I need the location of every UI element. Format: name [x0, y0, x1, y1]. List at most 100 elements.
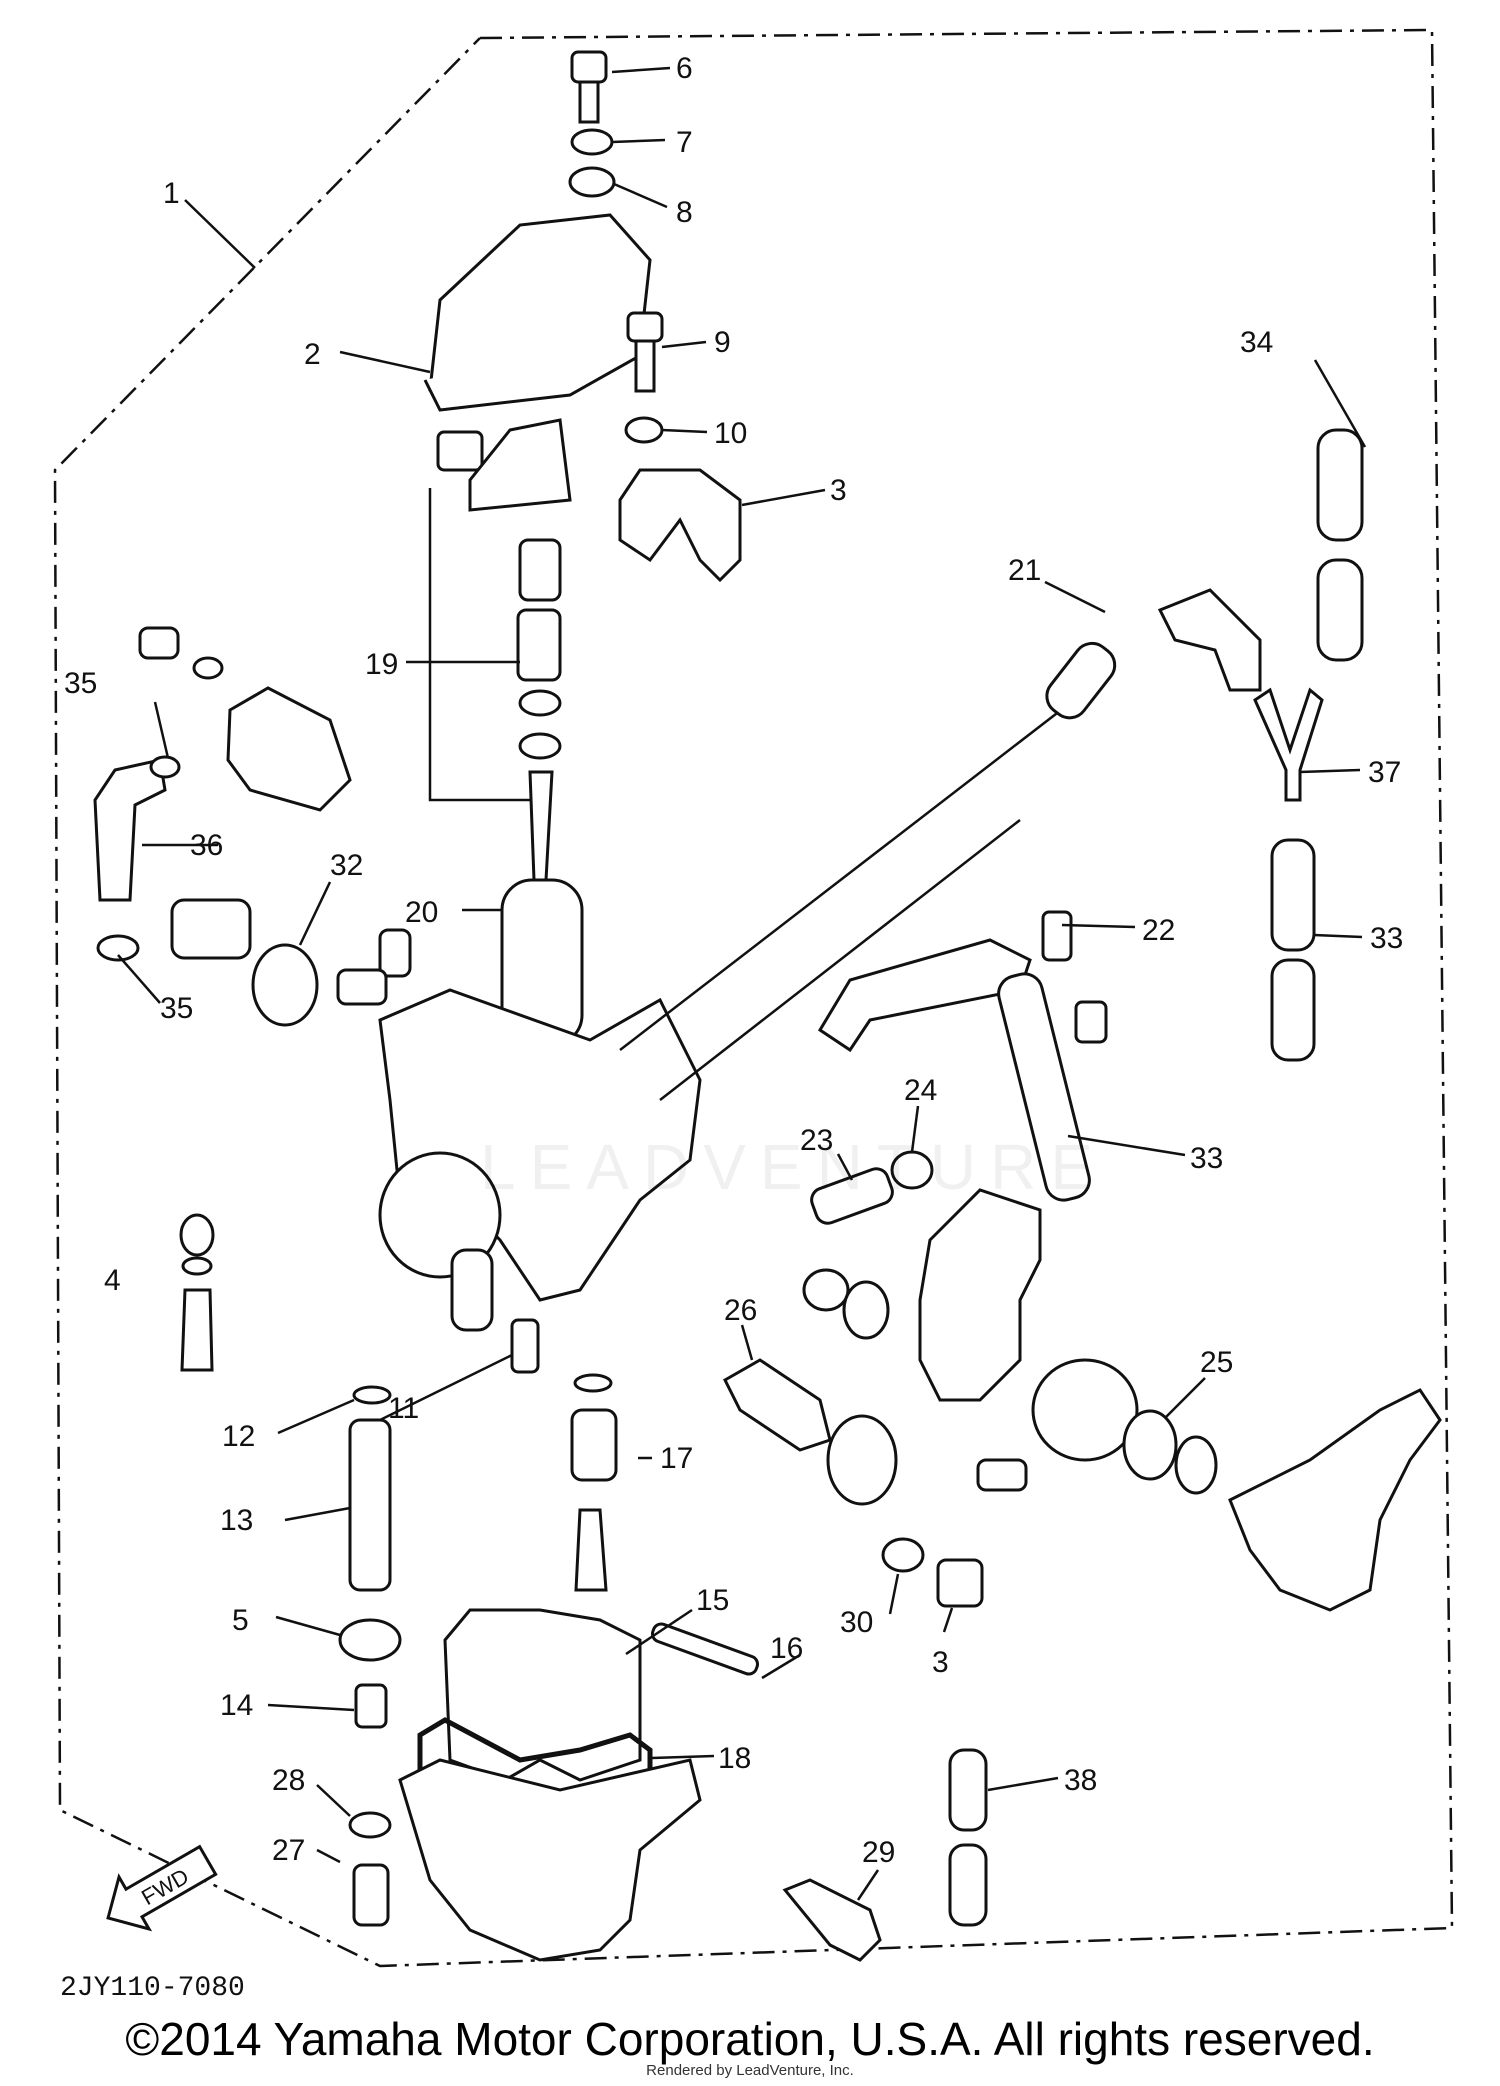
assembly-outline — [53, 28, 1454, 1968]
plunger-32b — [336, 968, 388, 1006]
mount-top — [436, 430, 484, 472]
bolt-9-shank — [634, 339, 656, 393]
cable-adjuster — [468, 418, 572, 512]
washer-10 — [624, 416, 664, 444]
spring-19a — [518, 538, 562, 602]
callout-3a: 3 — [830, 474, 847, 507]
callout-10: 10 — [714, 417, 747, 450]
callout-3b: 3 — [932, 1646, 949, 1679]
float-bowl — [398, 1758, 702, 1962]
callout-leaders — [117, 66, 1367, 1901]
callout-26: 26 — [724, 1294, 757, 1327]
callout-2: 2 — [304, 338, 321, 371]
float-needle-17 — [574, 1508, 608, 1592]
leader-1 — [184, 199, 256, 269]
oring-17 — [573, 1373, 613, 1393]
callout-35a: 35 — [64, 667, 97, 700]
pin-16 — [650, 1622, 760, 1676]
screw-left — [138, 626, 180, 660]
washer-25 — [1174, 1435, 1218, 1495]
ring-8 — [568, 166, 616, 198]
callout-21: 21 — [1008, 554, 1041, 587]
oring-12 — [352, 1385, 392, 1405]
screw-lever — [976, 1458, 1028, 1492]
callout-35b: 35 — [160, 992, 193, 1025]
copyright-notice: ©2014 Yamaha Motor Corporation, U.S.A. A… — [125, 2013, 1375, 2065]
callout-13: 13 — [220, 1504, 253, 1537]
jet-holder-19 — [516, 608, 562, 682]
leader-21 — [619, 679, 1101, 1051]
washer-19 — [518, 732, 562, 760]
watermark: LEADVENTURE — [480, 1131, 1107, 1203]
callout-16: 16 — [770, 1632, 803, 1665]
callout-11: 11 — [388, 1392, 419, 1425]
screw-27 — [352, 1863, 390, 1927]
callout-34: 34 — [1240, 326, 1273, 359]
hose-34a — [1316, 428, 1364, 542]
screw-4 — [180, 1288, 214, 1372]
clip-35b — [96, 934, 140, 962]
cap-32 — [251, 943, 319, 1027]
valve-seat-17 — [570, 1408, 618, 1482]
callout-36: 36 — [190, 829, 223, 862]
cap-left — [192, 656, 224, 680]
hose-33d — [997, 972, 1091, 1202]
callout-20: 20 — [405, 896, 438, 929]
needle-jet-13 — [348, 1418, 392, 1592]
throat-stub — [450, 1248, 494, 1332]
callout-9: 9 — [714, 326, 731, 359]
bushing-25 — [1122, 1409, 1178, 1481]
spring-32 — [170, 898, 252, 960]
diagram-code: 2JY110-7080 — [60, 1973, 245, 2004]
callout-22: 22 — [1142, 914, 1175, 947]
callout-4: 4 — [104, 1264, 121, 1297]
screw-23 — [810, 1167, 894, 1225]
bolt-6-shank — [578, 80, 600, 124]
oring-4 — [181, 1256, 213, 1276]
callout-37: 37 — [1368, 756, 1401, 789]
callout-23: 23 — [800, 1124, 833, 1157]
cap-28 — [348, 1811, 392, 1839]
callout-30: 30 — [840, 1606, 873, 1639]
callout-7: 7 — [676, 126, 693, 159]
throttle-lever — [1228, 1388, 1442, 1612]
hose-38a — [948, 1748, 988, 1832]
spring-4 — [179, 1213, 215, 1257]
plunger-housing — [226, 686, 352, 812]
clip-26a — [802, 1268, 850, 1312]
callout-labels: 1 2 3 3 4 5 6 7 8 9 10 11 12 13 14 15 16… — [64, 52, 1403, 1869]
washer-7 — [570, 128, 614, 156]
callout-27: 27 — [272, 1834, 305, 1867]
rendered-by-note: Rendered by LeadVenture, Inc. — [646, 2062, 854, 2079]
main-jet-14 — [354, 1683, 388, 1729]
jet-11 — [510, 1318, 540, 1374]
bracket-19 — [428, 488, 530, 802]
intake-bell — [378, 1151, 502, 1279]
hose-36 — [93, 758, 167, 902]
elbow-21 — [1157, 588, 1262, 692]
callout-1: 1 — [163, 177, 180, 210]
callout-15: 15 — [696, 1584, 729, 1617]
callout-19: 19 — [365, 648, 398, 681]
callout-33b: 33 — [1190, 1142, 1223, 1175]
hose-38b — [948, 1843, 988, 1927]
y-joint-37 — [1253, 687, 1324, 802]
callout-29: 29 — [862, 1836, 895, 1869]
throttle-plate — [918, 1188, 1042, 1402]
drain-29 — [782, 1878, 882, 1962]
leader-22 — [659, 819, 1021, 1101]
spring-25 — [1031, 1358, 1139, 1462]
bolt-9 — [626, 311, 664, 343]
hose-34b — [1316, 558, 1364, 662]
clip-19 — [518, 689, 562, 717]
bolt-6 — [570, 50, 608, 84]
screw-22 — [1074, 1000, 1108, 1044]
callout-25: 25 — [1200, 1346, 1233, 1379]
fwd-arrow: FWD — [106, 1844, 218, 1932]
callout-32: 32 — [330, 849, 363, 882]
clip-35a — [149, 755, 181, 779]
callout-18: 18 — [718, 1742, 751, 1775]
screw-26 — [723, 1358, 832, 1452]
callout-28: 28 — [272, 1764, 305, 1797]
